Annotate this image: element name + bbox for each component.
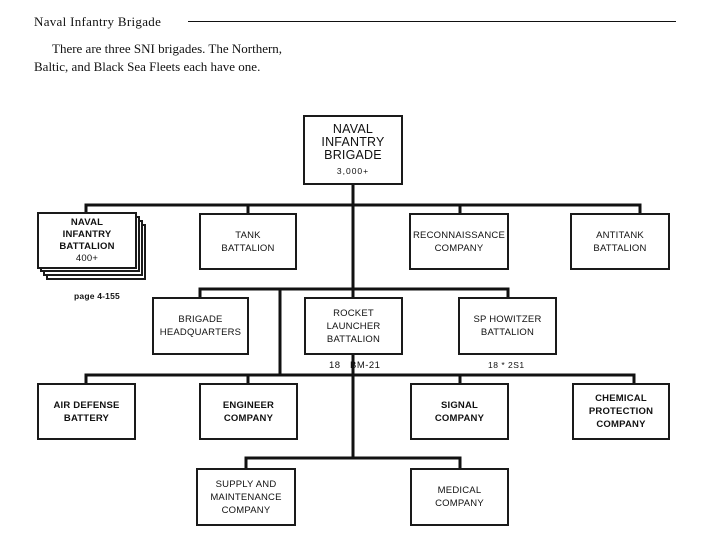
howitzer-line-2: BATTALION <box>480 327 535 338</box>
page-reference: page 4-155 <box>74 291 120 301</box>
recon-line-1: RECONNAISSANCE <box>412 229 505 241</box>
sp-howitzer-battalion-box: SP HOWITZER BATTALION <box>458 297 557 355</box>
brigade-line-3: BRIGADE <box>324 147 382 162</box>
naval-infantry-battalion-box: NAVAL INFANTRY BATTALION 400+ <box>37 212 137 269</box>
chem-line-1: CHEMICAL <box>595 393 647 404</box>
engineer-line-2: COMPANY <box>223 412 274 424</box>
reconnaissance-company-box: RECONNAISSANCE COMPANY <box>409 213 509 270</box>
recon-line-2: COMPANY <box>434 242 484 254</box>
nib-line-3: BATTALION <box>59 240 115 252</box>
rocket-line-2: BATTALION <box>326 333 381 345</box>
naval-infantry-brigade-box: NAVAL INFANTRY BRIGADE 3,000+ <box>303 115 403 185</box>
howitzer-line-1: SP HOWITZER <box>473 314 542 325</box>
antitank-line-2: BATTALION <box>593 242 647 254</box>
antitank-battalion-box: ANTITANK BATTALION <box>570 213 670 270</box>
brigade-line-1: NAVAL <box>332 121 374 136</box>
ad-line-1: AIR DEFENSE <box>53 399 120 411</box>
rocket-launcher-battalion-box: ROCKET LAUNCHER BATTALION <box>304 297 403 355</box>
nib-strength: 400+ <box>75 252 99 264</box>
chem-line-3: COMPANY <box>596 419 646 430</box>
medical-line-2: COMPANY <box>435 498 484 509</box>
supply-maintenance-company-box: SUPPLY AND MAINTENANCE COMPANY <box>196 468 296 526</box>
supply-line-1: SUPPLY AND <box>215 478 277 490</box>
title-rule <box>188 21 676 22</box>
brigade-line-2: INFANTRY <box>321 134 385 149</box>
signal-line-1: SIGNAL <box>440 399 479 411</box>
brigade-strength: 3,000+ <box>336 165 370 176</box>
howitzer-equipment-label: 18 * 2S1 <box>488 360 525 370</box>
chem-line-2: PROTECTION <box>588 406 654 417</box>
tank-battalion-box: TANK BATTALION <box>199 213 297 270</box>
medical-line-1: MEDICAL <box>437 485 482 496</box>
hq-line-1: BRIGADE <box>178 314 223 325</box>
tank-line-1: TANK <box>235 229 261 241</box>
rocket-line-1: ROCKET LAUNCHER <box>326 307 381 332</box>
intro-paragraph: There are three SNI brigades. The Northe… <box>34 40 334 76</box>
rocket-equipment-label: 18 BM-21 <box>329 360 381 371</box>
antitank-line-1: ANTITANK <box>596 229 644 241</box>
signal-company-box: SIGNAL COMPANY <box>410 383 509 440</box>
nib-line-1: NAVAL <box>70 216 104 228</box>
intro-line-2: Baltic, and Black Sea Fleets each have o… <box>34 59 261 74</box>
hq-line-2: HEADQUARTERS <box>159 327 242 338</box>
ad-line-2: BATTERY <box>63 412 110 424</box>
supply-line-3: COMPANY <box>221 504 271 516</box>
supply-line-2: MAINTENANCE <box>210 491 282 503</box>
engineer-company-box: ENGINEER COMPANY <box>199 383 298 440</box>
section-title: Naval Infantry Brigade <box>34 14 162 29</box>
brigade-headquarters-box: BRIGADE HEADQUARTERS <box>152 297 249 355</box>
tank-line-2: BATTALION <box>221 242 275 254</box>
chemical-protection-company-box: CHEMICAL PROTECTION COMPANY <box>572 383 670 440</box>
air-defense-battery-box: AIR DEFENSE BATTERY <box>37 383 136 440</box>
engineer-line-1: ENGINEER <box>222 399 275 411</box>
nib-line-2: INFANTRY <box>62 228 112 240</box>
signal-line-2: COMPANY <box>434 412 485 424</box>
medical-company-box: MEDICAL COMPANY <box>410 468 509 526</box>
intro-line-1: There are three SNI brigades. The Northe… <box>52 41 283 56</box>
